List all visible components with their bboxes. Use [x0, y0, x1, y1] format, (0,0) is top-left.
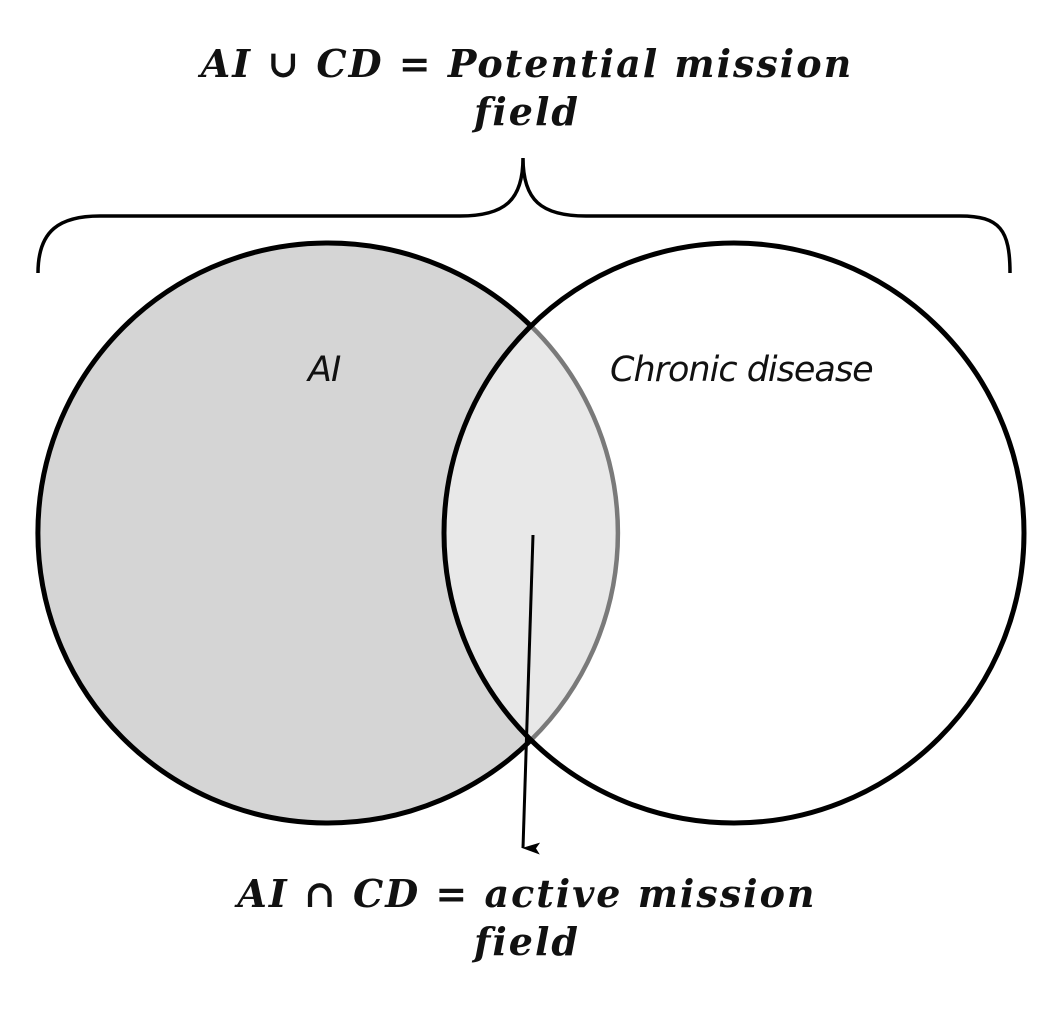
union-brace — [36, 157, 1012, 274]
intersection-region — [444, 243, 618, 823]
chronic-disease-set-circle — [441, 240, 1027, 826]
chronic-disease-set-label: Chronic disease — [610, 350, 874, 390]
intersection-label-line2: field — [474, 919, 580, 964]
intersection-label: AI ∩ CD = active mission field — [0, 870, 1054, 966]
ai-outer-arc — [35, 240, 533, 826]
intersection-arrow — [521, 534, 541, 855]
union-label-line2: field — [474, 89, 580, 134]
union-label: AI ∪ CD = Potential mission field — [0, 40, 1054, 136]
ai-inner-arc — [529, 324, 621, 742]
intersection-label-line1: AI ∩ CD = active mission — [237, 871, 817, 916]
union-label-line1: AI ∪ CD = Potential mission — [200, 41, 854, 86]
ai-set-label: AI — [308, 350, 341, 390]
ai-set-circle — [38, 243, 618, 823]
